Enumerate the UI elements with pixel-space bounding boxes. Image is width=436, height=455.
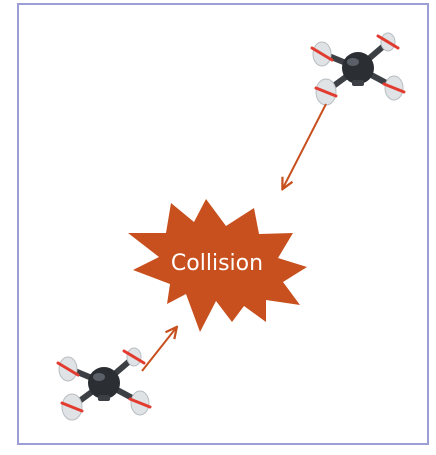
collision-label: Collision: [171, 251, 263, 276]
